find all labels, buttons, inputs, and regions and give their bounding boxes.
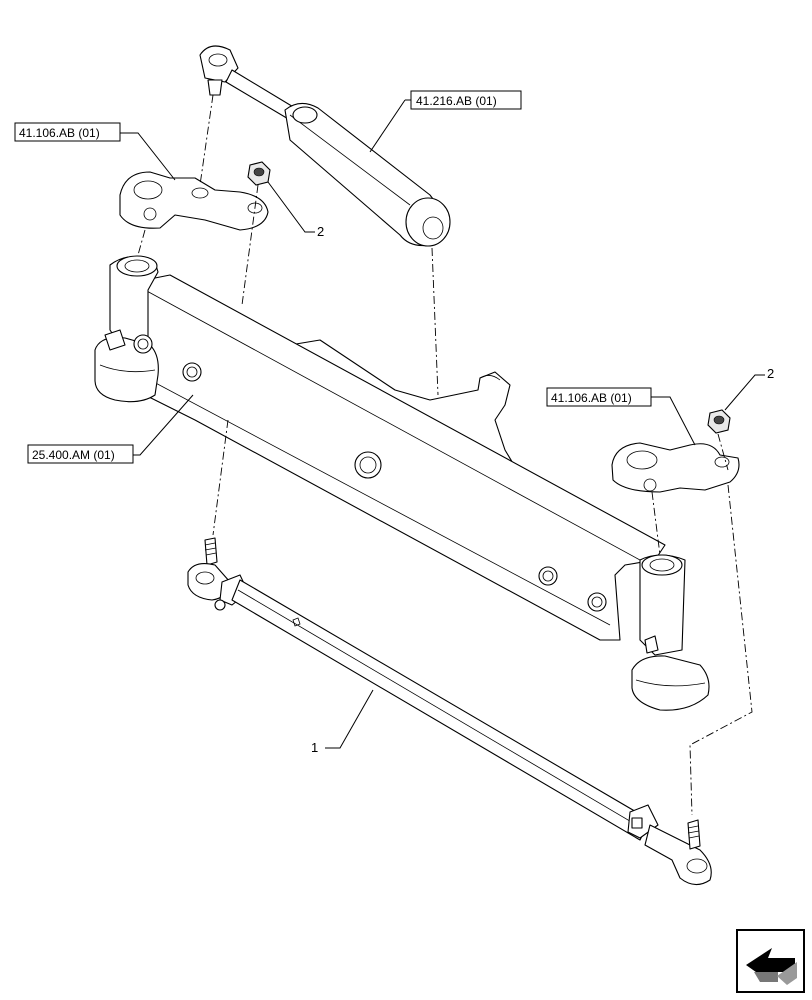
nut-left [247, 161, 271, 186]
steering-cylinder [199, 45, 451, 247]
item-label-nut-left: 2 [317, 224, 324, 239]
front-axle-beam [94, 255, 710, 711]
callout-axle: 25.400.AM (01) [27, 394, 194, 464]
left-steering-arm [119, 171, 269, 231]
item-label-nut-right: 2 [767, 366, 774, 381]
arrow-back-icon[interactable] [736, 929, 805, 993]
callout-right-steering-arm: 41.106.AB (01) [546, 387, 696, 446]
nut-right [707, 409, 731, 434]
callout-left-steering-arm: 41.106.AB (01) [14, 122, 176, 181]
item-label-tie-rod: 1 [311, 740, 318, 755]
right-steering-arm [611, 442, 740, 493]
item-number-nut-right: 2 [724, 366, 774, 411]
callout-label-steering-cylinder: 41.216.AB (01) [416, 94, 497, 108]
callout-label-right-steering-arm: 41.106.AB (01) [551, 391, 632, 405]
callout-steering-cylinder: 41.216.AB (01) [369, 90, 522, 153]
callout-label-axle: 25.400.AM (01) [32, 448, 115, 462]
tie-rod [187, 537, 712, 886]
callout-label-left-steering-arm: 41.106.AB (01) [19, 126, 100, 140]
item-number-tie-rod: 1 [311, 689, 374, 755]
assembly-lines [137, 94, 753, 816]
item-number-nut-left: 2 [267, 181, 324, 239]
